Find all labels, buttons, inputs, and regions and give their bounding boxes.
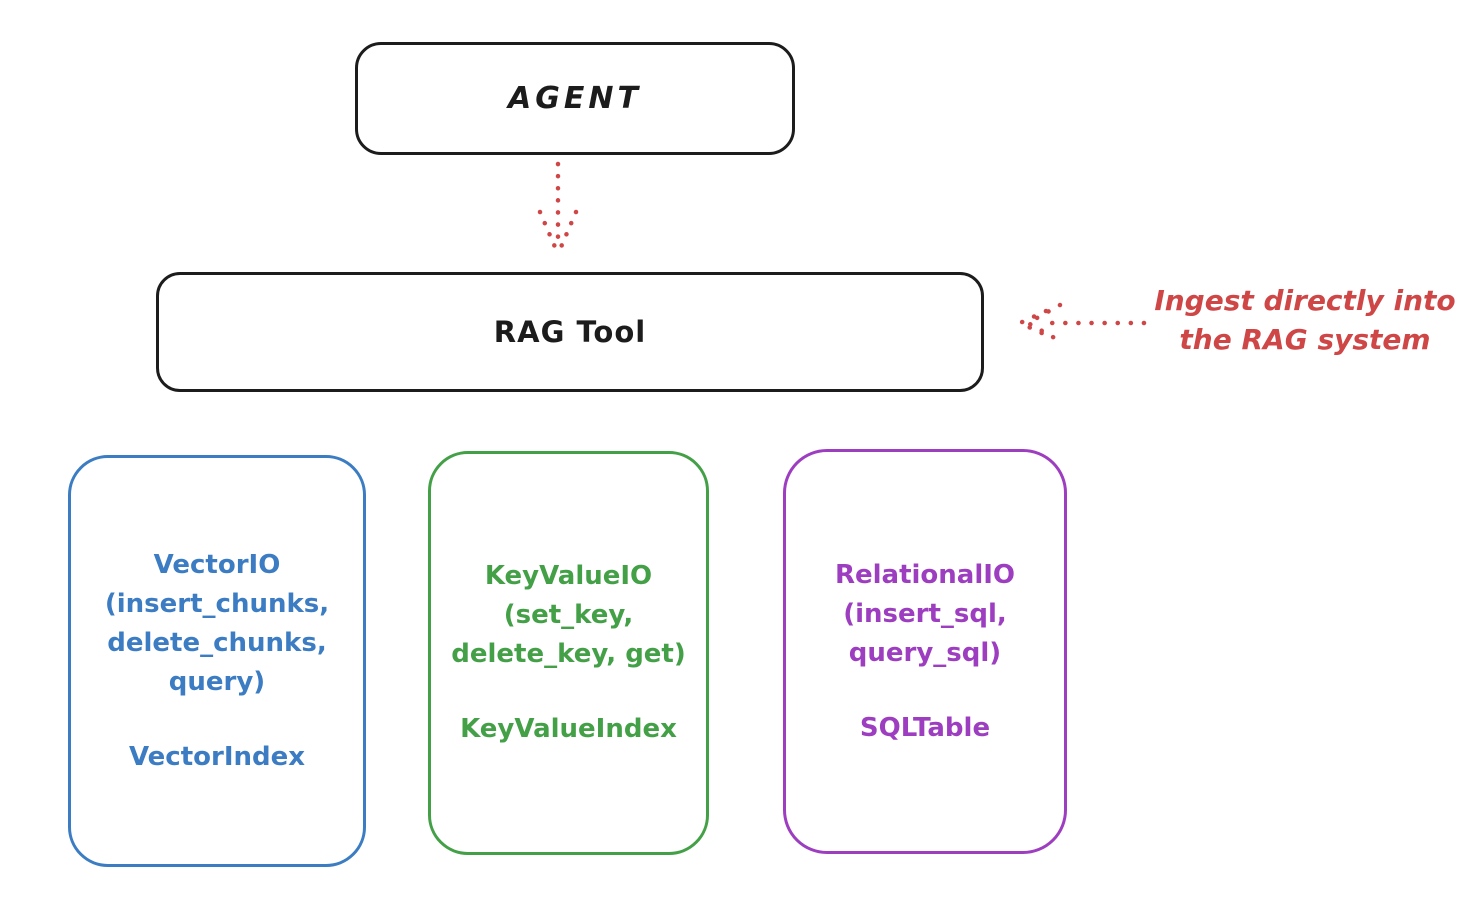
vector-index-label: VectorIndex <box>128 741 306 772</box>
vector-io-label: VectorIO (insert_chunks, delete_chunks, … <box>104 549 330 697</box>
agent-box-label: AGENT <box>508 81 642 116</box>
ingest-annotation-line2: the RAG system <box>1179 323 1431 356</box>
agent-box: AGENT <box>355 42 795 155</box>
ingest-annotation-line1: Ingest directly into <box>1154 284 1456 317</box>
rag-tool-box: RAG Tool <box>156 272 984 392</box>
rag-tool-box-label: RAG Tool <box>493 315 647 349</box>
ingest-annotation: Ingest directly into the RAG system <box>1138 281 1472 359</box>
ingest-left-arrow-icon <box>1014 302 1147 344</box>
keyvalue-io-box: KeyValueIO (set_key, delete_key, get) Ke… <box>428 451 709 855</box>
down-arrow-icon <box>537 161 579 257</box>
keyvalue-io-label: KeyValueIO (set_key, delete_key, get) <box>451 561 686 669</box>
sql-table-label: SQLTable <box>859 712 991 743</box>
relational-io-box: RelationalIO (insert_sql, query_sql) SQL… <box>783 449 1067 854</box>
vector-io-box: VectorIO (insert_chunks, delete_chunks, … <box>68 455 366 867</box>
relational-io-label: RelationalIO (insert_sql, query_sql) <box>834 559 1016 668</box>
keyvalue-index-label: KeyValueIndex <box>460 714 677 744</box>
